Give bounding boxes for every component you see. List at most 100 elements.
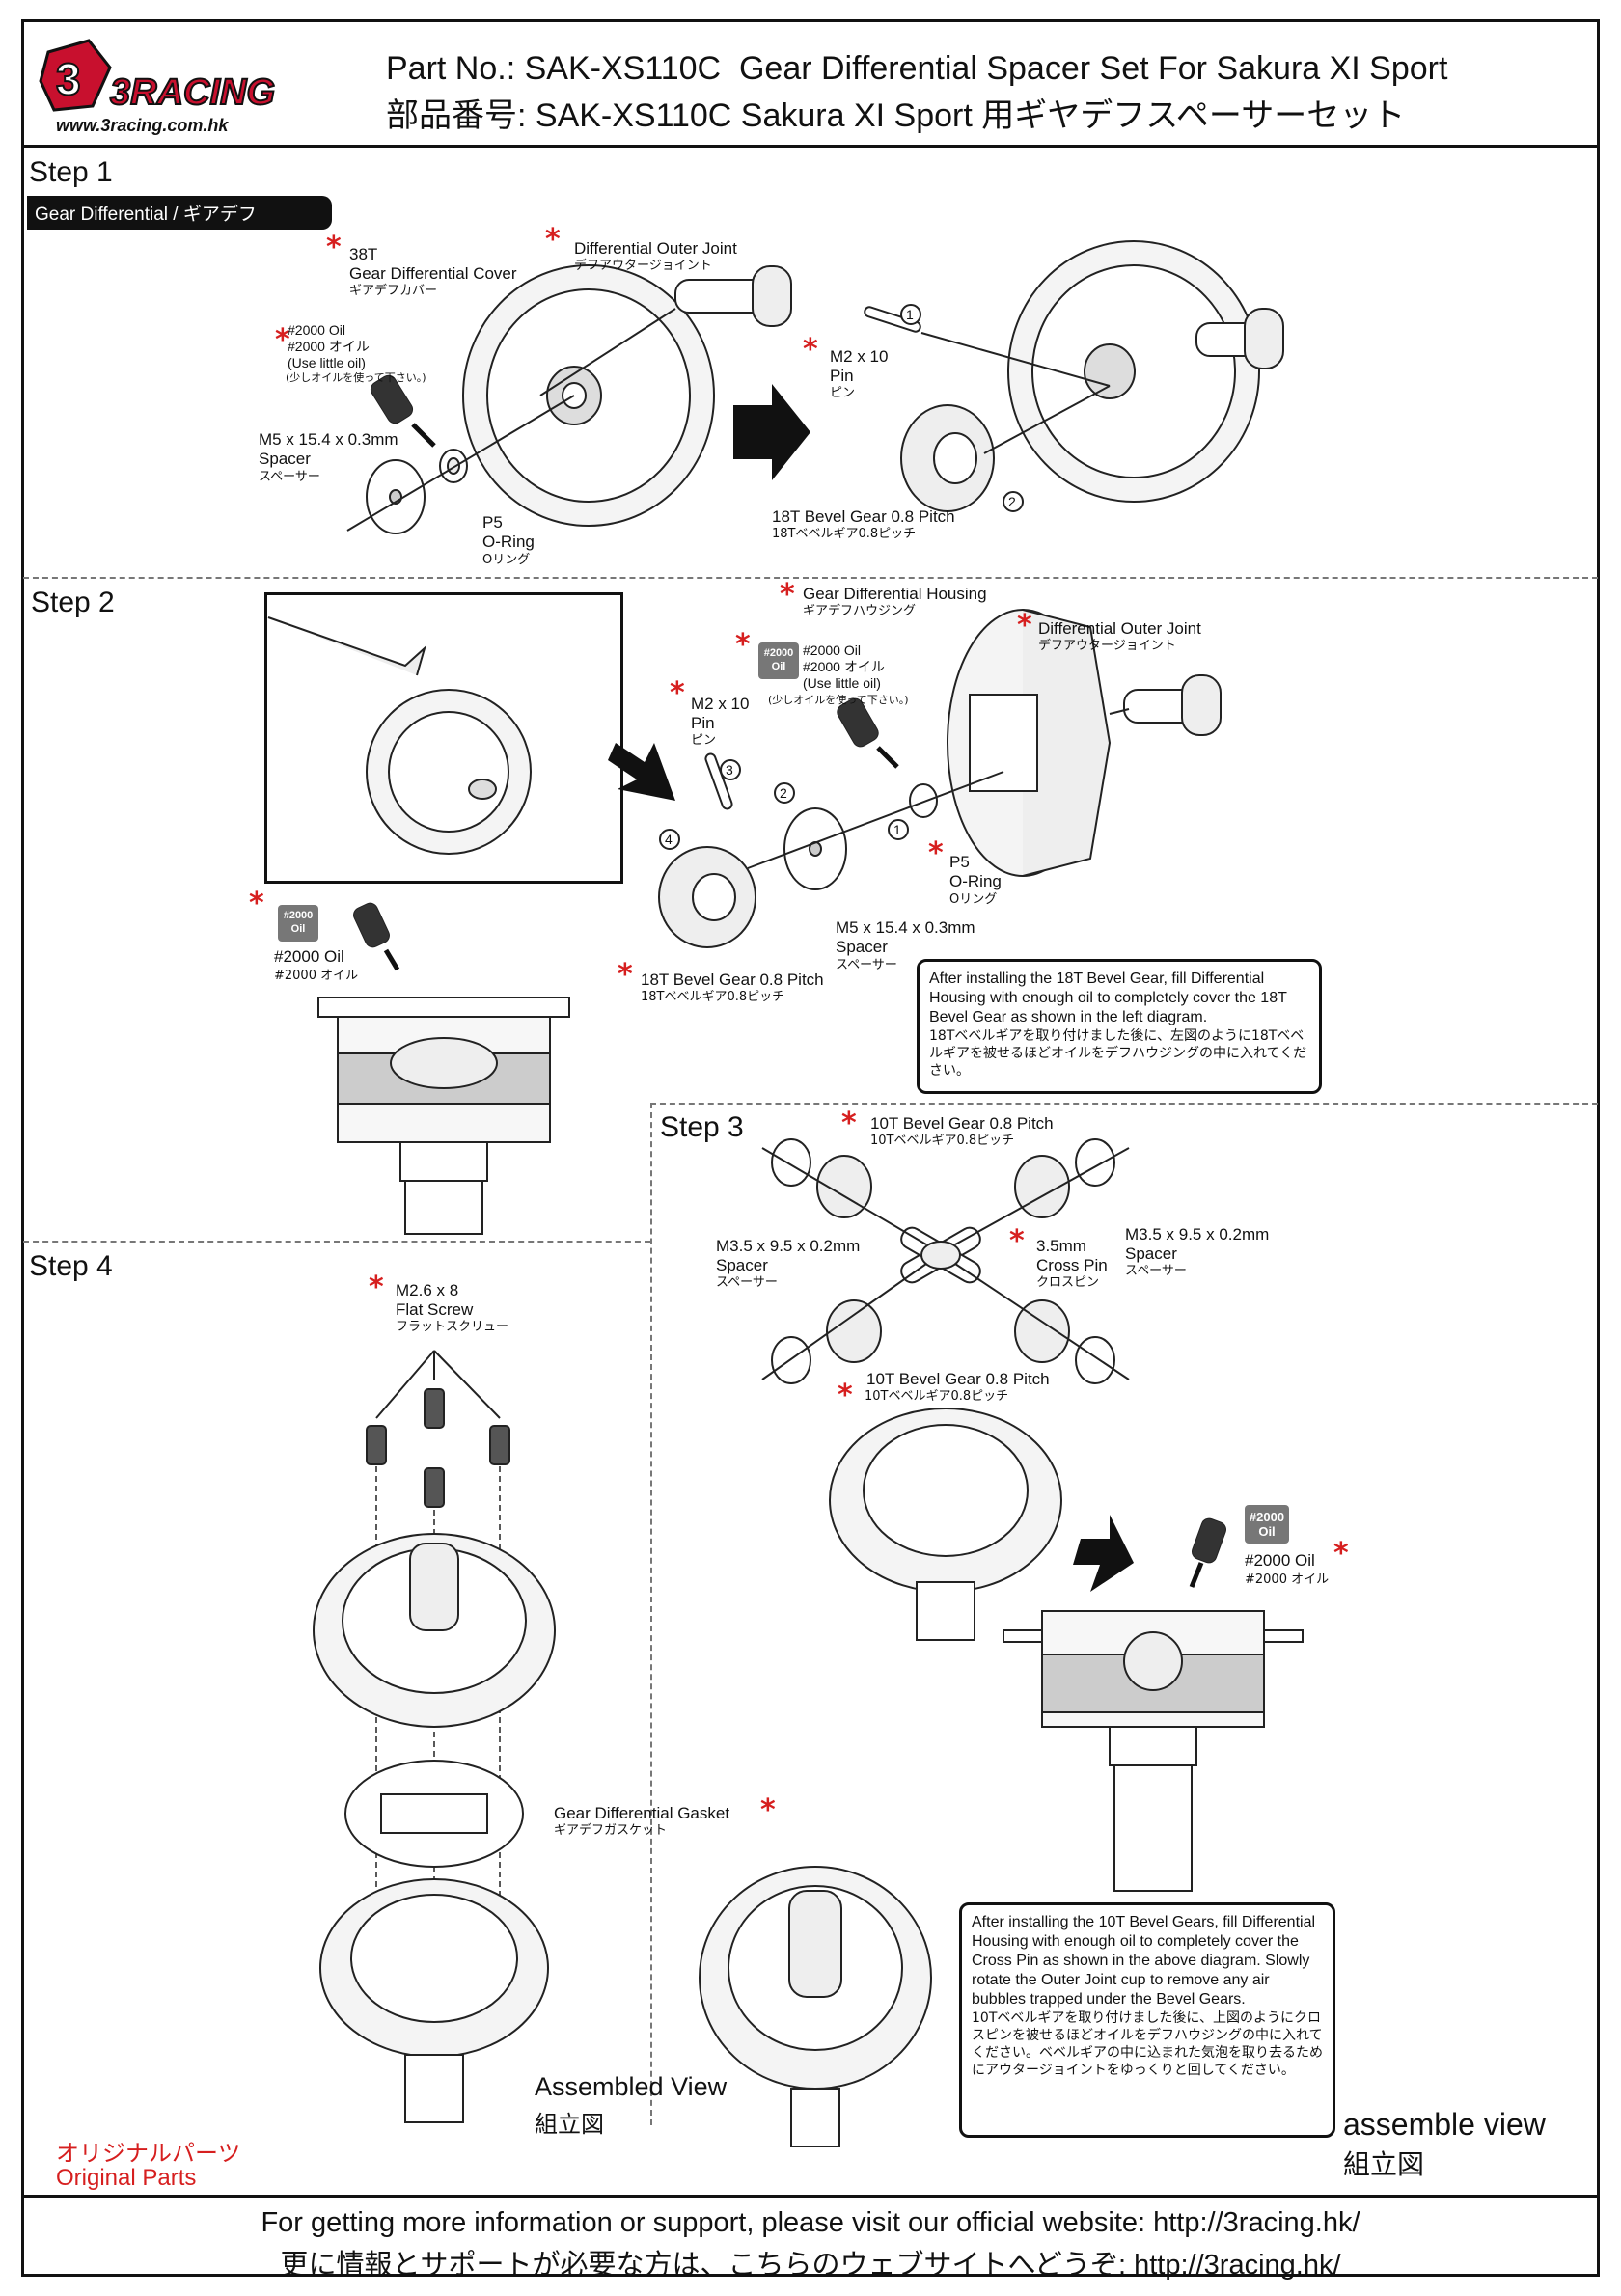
step2-num1: 1 [893,822,901,837]
housing-label: Gear Differential Housing [803,585,987,603]
assembled-view-jp: 組立図 [535,2111,604,2138]
oring-jp-1: Oリング [482,553,531,567]
oil-badge-4: #2000 Oil [1245,1505,1289,1544]
required-star-icon: * [1333,1537,1349,1571]
required-star-icon: * [670,676,685,710]
gasket-jp: ギアデフガスケット [554,1823,668,1838]
required-star-icon: * [735,628,751,662]
bevel-label-2: 18T Bevel Gear 0.8 Pitch [641,970,824,989]
oil-bottle-4 [1189,1517,1226,1588]
required-star-icon: * [928,836,944,870]
step1-diagram [346,240,1284,534]
spacer-washer-1 [366,459,426,534]
oring-2 [909,783,938,818]
bevel-bot-jp: 10Tベベルギア0.8ピッチ [865,1389,1009,1404]
bevel-top-jp: 10Tベベルギア0.8ピッチ [870,1134,1015,1148]
required-star-icon: * [803,333,818,367]
oil-label-1: #2000 Oil #2000 オイル (Use little oil) [288,322,370,370]
step2-title: Step 2 [31,587,115,618]
step2-num4: 4 [665,832,673,847]
oil-label-3: #2000 Oil [274,947,344,966]
cover-label: 38T Gear Differential Cover [349,245,517,283]
oil-jp-1: (少しオイルを使って下さい。) [286,371,426,384]
housing-top-view [829,1408,1062,1641]
joint-label-2: Differential Outer Joint [1038,619,1201,638]
housing-jp: ギアデフハウジング [803,604,917,618]
housing-cross-section-2 [1003,1610,1304,1892]
step2-note-jp: 18Tベベルギアを取り付けました後に、左図のように18Tベベルギアを被せるほどオ… [929,1028,1307,1079]
joint-label-1: Differential Outer Joint [574,239,737,258]
gasket-label: Gear Differential Gasket [554,1804,730,1822]
step3-left-separator [650,1103,652,2125]
bevel-jp-1: 18Tベベルギア0.8ピッチ [772,527,917,541]
oil-bottle-3 [353,902,400,971]
pin-label-1: M2 x 10 Pin [830,347,889,385]
required-star-icon: * [760,1793,776,1827]
title-en: Part No.: SAK-XS110C Gear Differential S… [386,50,1448,87]
step2-note: After installing the 18T Bevel Gear, fil… [917,959,1322,1094]
step2-diagram [267,609,1222,1235]
bevel-jp-2: 18Tベベルギア0.8ピッチ [641,990,785,1004]
step1-title: Step 1 [29,156,113,188]
step3-top-separator [650,1103,1598,1105]
step1-arrow-icon [733,384,810,480]
flat-screws [366,1388,510,1508]
oil-jp-4: #2000 オイル [1245,1572,1330,1587]
oring-label-2: P5 O-Ring [949,853,1002,890]
page-frame [21,19,1600,2277]
svg-text:3: 3 [56,54,81,104]
crosspin-jp: クロスピン [1036,1275,1100,1290]
joint-jp-2: デフアウタージョイント [1038,639,1176,653]
required-star-icon: * [780,578,795,612]
screw-label: M2.6 x 8 Flat Screw [396,1281,474,1319]
logo-mark-icon: 3 3RACING [39,39,276,114]
step2-num3: 3 [726,762,733,778]
oil-bottle-2 [837,697,899,769]
logo-wordmark: 3RACING [110,72,275,113]
step3-note-en: After installing the 10T Bevel Gears, fi… [972,1914,1316,2008]
step2-separator-left [23,1241,650,1243]
required-star-icon: * [838,1379,853,1412]
outer-joint-3 [1123,674,1222,736]
assembled-view-1 [699,1866,932,2147]
required-star-icon: * [841,1107,857,1140]
step4-title: Step 4 [29,1250,113,1282]
bevel-gear-18t-1 [900,404,995,512]
spacer-left-label: M3.5 x 9.5 x 0.2mm Spacer [716,1237,861,1274]
required-star-icon: * [1009,1224,1025,1258]
spacer-jp-1: スペーサー [259,470,320,484]
step1-num1: 1 [906,307,914,322]
bevel-top-label: 10T Bevel Gear 0.8 Pitch [870,1114,1054,1133]
assemble-view-jp: 組立図 [1343,2148,1425,2180]
pin-1 [864,306,921,333]
step1-tag: Gear Differential / ギアデフ [27,196,332,230]
spacer-jp-2: スペーサー [836,958,897,972]
tweezers-icon [267,616,426,676]
step2-num2: 2 [780,785,787,801]
screw-jp: フラットスクリュー [396,1320,509,1334]
header-divider [21,145,1600,148]
bevel-gear-10t-set [816,1155,1070,1363]
original-parts-jp: オリジナルパーツ [56,2140,241,2167]
required-star-icon: * [1017,609,1032,642]
step4-diagram [313,1350,556,2123]
logo-url: www.3racing.com.hk [56,116,229,135]
crosspin-label: 3.5mm Cross Pin [1036,1237,1108,1274]
step2-arrow-icon [608,743,675,801]
oring-label-1: P5 O-Ring [482,513,535,551]
spacer-right-jp: スペーサー [1125,1264,1187,1278]
step1-num2: 2 [1008,494,1016,509]
required-star-icon: * [249,887,264,920]
assembled-view-en: Assembled View [535,2072,728,2101]
housing-bottom [319,1878,549,2123]
oil-badge-3: #2000 Oil [278,905,318,942]
oil-jp-3: #2000 オイル [274,969,359,983]
bevel-bot-label: 10T Bevel Gear 0.8 Pitch [866,1370,1050,1388]
step3-diagram [699,1138,1304,2147]
gasket [344,1760,524,1868]
oil-label-4: #2000 Oil [1245,1551,1315,1570]
spacer-label-1: M5 x 15.4 x 0.3mm Spacer [259,430,398,468]
oil-badge-2: #2000 Oil [758,642,799,679]
required-star-icon: * [326,231,342,264]
step3-title: Step 3 [660,1111,744,1143]
